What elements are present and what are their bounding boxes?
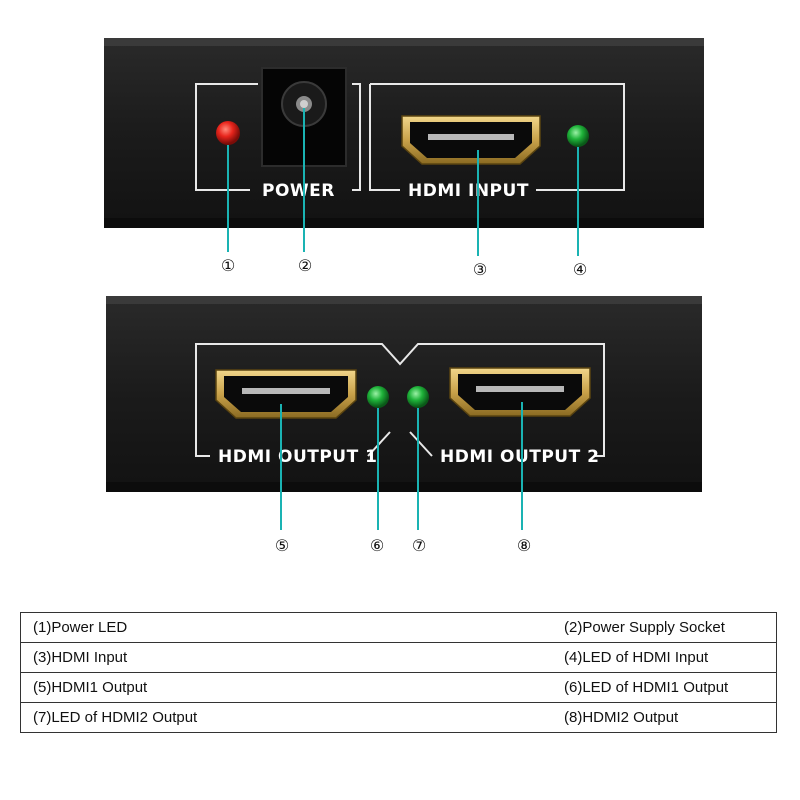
legend-row: (3)HDMI Input (4)LED of HDMI Input	[20, 642, 777, 673]
device-edge-bottom	[106, 296, 702, 304]
hdmi-input-led	[567, 125, 589, 147]
legend-table: (1)Power LED (2)Power Supply Socket (3)H…	[20, 612, 777, 733]
callout-4-label: ④	[573, 260, 587, 279]
callout-5: ⑤	[275, 536, 289, 555]
input-side-panel: POWER HDMI INPUT	[104, 38, 704, 228]
power-label: POWER	[262, 181, 335, 201]
callout-8-label: ⑧	[517, 536, 531, 555]
legend-item-8: (8)HDMI2 Output	[552, 702, 777, 733]
power-led	[216, 121, 240, 145]
device-edge-top	[104, 38, 704, 46]
callout-lines-top	[227, 108, 579, 256]
callout-3-label: ③	[473, 260, 487, 279]
callout-8: ⑧	[517, 536, 531, 555]
hdmi-output-1-port	[215, 369, 357, 419]
callout-2: ②	[298, 256, 312, 275]
callout-7-label: ⑦	[412, 536, 426, 555]
callout-4: ④	[573, 260, 587, 279]
output-side-panel: HDMI OUTPUT 1 HDMI OUTPUT 2	[106, 296, 702, 492]
hdmi-output-2-port	[449, 367, 591, 417]
callout-5-label: ⑤	[275, 536, 289, 555]
device-bottom-edge-top	[104, 218, 704, 228]
legend-item-2: (2)Power Supply Socket	[552, 612, 777, 643]
power-frame	[195, 83, 361, 191]
callout-6-label: ⑥	[370, 536, 384, 555]
callout-2-label: ②	[298, 256, 312, 275]
legend-item-1: (1)Power LED	[20, 612, 552, 643]
hdmi-output-2-led	[407, 386, 429, 408]
legend-row: (1)Power LED (2)Power Supply Socket	[20, 612, 777, 643]
callout-6: ⑥	[370, 536, 384, 555]
hdmi-output-2-label: HDMI OUTPUT 2	[440, 447, 599, 467]
hdmi-output-frame	[195, 343, 605, 457]
legend-row: (7)LED of HDMI2 Output (8)HDMI2 Output	[20, 702, 777, 733]
hdmi-output-1-label: HDMI OUTPUT 1	[218, 447, 377, 467]
callout-lines-bottom	[280, 402, 523, 530]
legend-item-4: (4)LED of HDMI Input	[552, 642, 777, 673]
callout-1: ①	[221, 256, 235, 275]
legend-row: (5)HDMI1 Output (6)LED of HDMI1 Output	[20, 672, 777, 703]
hdmi-input-label: HDMI INPUT	[408, 181, 529, 201]
legend-item-7: (7)LED of HDMI2 Output	[20, 702, 552, 733]
callout-3: ③	[473, 260, 487, 279]
hdmi-output-1-led	[367, 386, 389, 408]
legend-item-6: (6)LED of HDMI1 Output	[552, 672, 777, 703]
hdmi-input-port	[401, 115, 541, 165]
legend-item-5: (5)HDMI1 Output	[20, 672, 552, 703]
legend-item-3: (3)HDMI Input	[20, 642, 552, 673]
callout-1-label: ①	[221, 256, 235, 275]
device-bottom-edge-bottom	[106, 482, 702, 492]
hdmi-input-frame	[369, 83, 625, 191]
callout-7: ⑦	[412, 536, 426, 555]
